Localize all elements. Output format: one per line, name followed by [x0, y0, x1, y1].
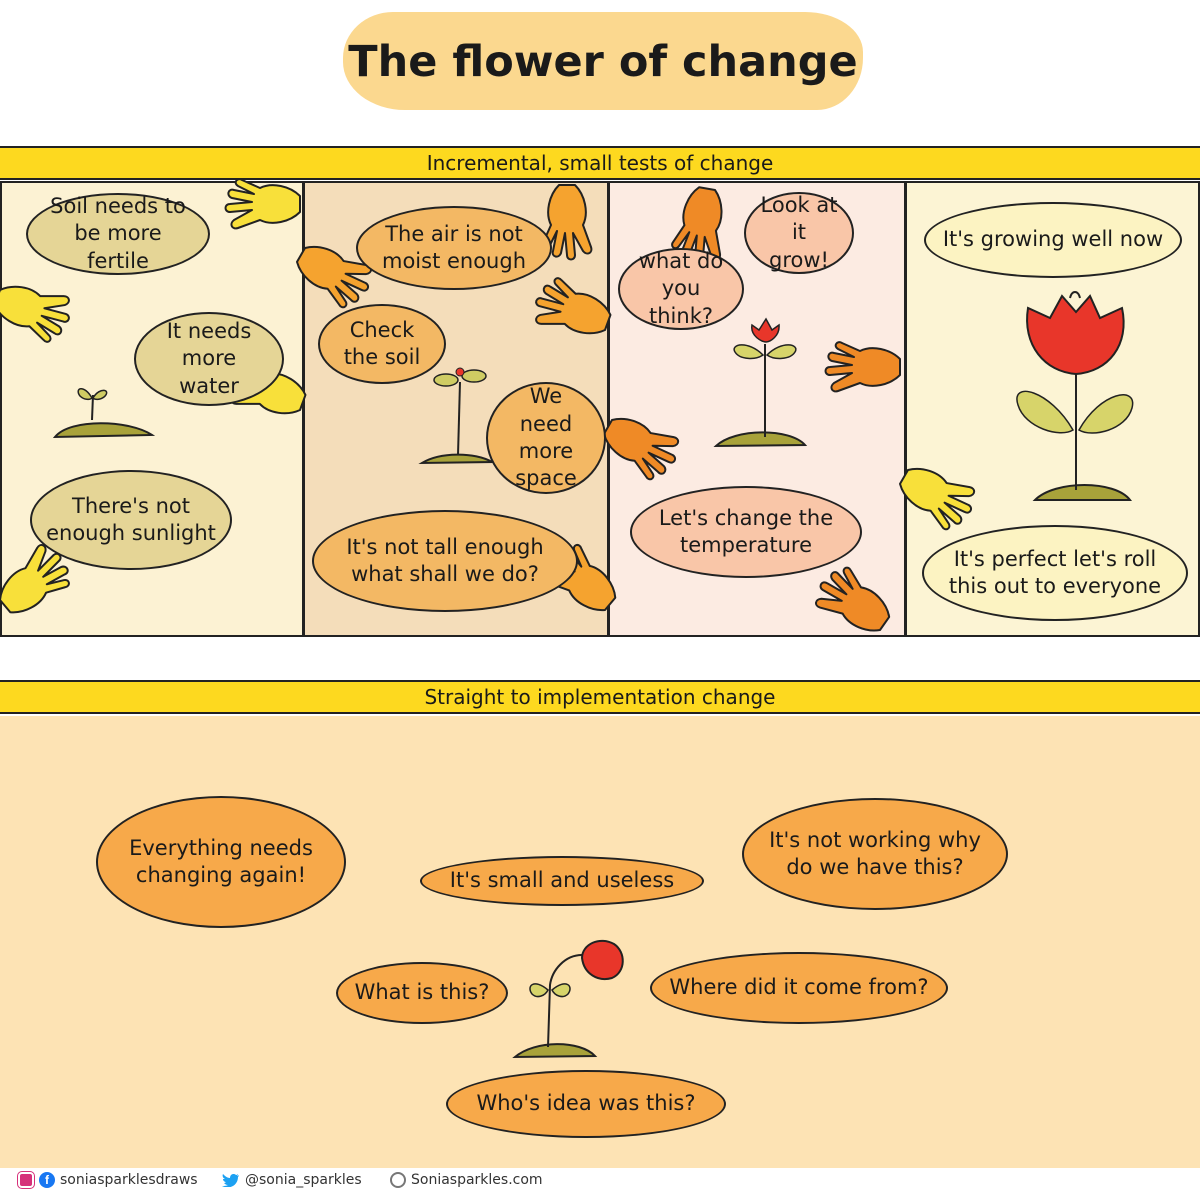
- speech-bubble: It's not working why do we have this?: [742, 798, 1008, 910]
- speech-bubble: Soil needs to be more fertile: [26, 193, 210, 275]
- bubble-text: what do you think?: [638, 249, 724, 328]
- social-handle: soniasparklesdraws: [60, 1172, 198, 1188]
- hand-icon: [528, 272, 618, 347]
- bubble-text: It's perfect let's roll this out to ever…: [948, 546, 1162, 598]
- bubble-text: Where did it come from?: [669, 975, 929, 1000]
- social-twitter[interactable]: @sonia_sparkles: [222, 1172, 362, 1188]
- title-background-blob: [343, 12, 863, 110]
- bubble-text: The air is not moist enough: [381, 221, 527, 273]
- facebook-icon: f: [39, 1172, 55, 1188]
- page-title: The flower of change: [348, 37, 858, 87]
- flower-icon: [512, 939, 624, 1059]
- website-link[interactable]: Soniasparkles.com: [390, 1172, 543, 1188]
- bubble-text: Let's change the temperature: [658, 505, 834, 557]
- speech-bubble: Let's change the temperature: [630, 486, 862, 578]
- instagram-icon: [18, 1172, 34, 1188]
- speech-bubble: It's perfect let's roll this out to ever…: [922, 525, 1188, 621]
- twitter-icon: [222, 1174, 239, 1187]
- bubble-text: It needs more water: [166, 319, 252, 398]
- bubble-text: It's small and useless: [449, 868, 675, 893]
- incremental-banner: Incremental, small tests of change: [0, 146, 1200, 180]
- speech-bubble: There's not enough sunlight: [30, 470, 232, 570]
- hand-icon: [890, 454, 982, 537]
- sprout-icon: [418, 367, 496, 465]
- social-handle: @sonia_sparkles: [245, 1172, 362, 1188]
- social-instagram-facebook[interactable]: f soniasparklesdraws: [18, 1172, 198, 1188]
- speech-bubble: Look at it grow!: [744, 192, 854, 274]
- speech-bubble: The air is not moist enough: [356, 206, 552, 290]
- bubble-text: Who's idea was this?: [476, 1091, 696, 1116]
- hand-icon: [808, 559, 900, 645]
- sprout-icon: [52, 388, 156, 439]
- speech-bubble: It's not tall enough what shall we do?: [312, 510, 578, 612]
- footer: f soniasparklesdraws @sonia_sparkles Son…: [0, 1170, 1200, 1198]
- speech-bubble: It's growing well now: [924, 202, 1182, 278]
- bubble-text: It's not tall enough what shall we do?: [346, 534, 544, 586]
- globe-icon: [390, 1172, 406, 1188]
- speech-bubble: Who's idea was this?: [446, 1070, 726, 1138]
- speech-bubble: Check the soil: [318, 304, 446, 384]
- bubble-text: We need more space: [515, 384, 577, 491]
- speech-bubble: what do you think?: [618, 248, 744, 330]
- bubble-text: There's not enough sunlight: [46, 493, 216, 545]
- bubble-text: It's not working why do we have this?: [769, 827, 981, 879]
- bubble-text: It's growing well now: [942, 227, 1164, 252]
- bubble-text: Everything needs changing again!: [129, 835, 313, 887]
- bubble-text: Check the soil: [343, 317, 421, 369]
- bubble-text: Look at it grow!: [760, 193, 838, 272]
- hand-icon: [224, 178, 301, 230]
- hand-icon: [824, 341, 901, 393]
- hand-icon: [594, 404, 686, 487]
- speech-bubble: Everything needs changing again!: [96, 796, 346, 928]
- speech-bubble: Where did it come from?: [650, 952, 948, 1024]
- bubble-text: Soil needs to be more fertile: [50, 194, 186, 273]
- implementation-banner: Straight to implementation change: [0, 680, 1200, 714]
- bubble-text: What is this?: [354, 980, 490, 1005]
- speech-bubble: It needs more water: [134, 312, 284, 406]
- speech-bubble: We need more space: [486, 382, 606, 494]
- website-url: Soniasparkles.com: [411, 1172, 543, 1188]
- flower-icon: [1016, 291, 1134, 501]
- speech-bubble: It's small and useless: [420, 856, 704, 906]
- flower-icon: [713, 317, 808, 448]
- speech-bubble: What is this?: [336, 962, 508, 1024]
- hand-icon: [0, 273, 77, 348]
